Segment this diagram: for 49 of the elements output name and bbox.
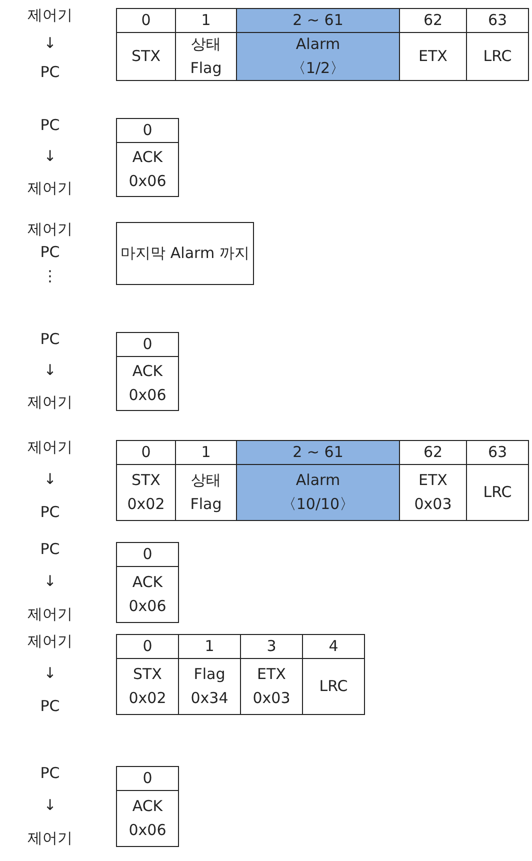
direction-label: 제어기 — [28, 632, 72, 652]
direction-arrow: ↓ — [44, 572, 56, 592]
field-cell: STX 0x02 — [116, 464, 176, 521]
direction-label: PC — [40, 116, 60, 136]
byte-index-cell: 63 — [466, 8, 529, 33]
field-cell: LRC — [302, 658, 365, 715]
direction-arrow: ↓ — [44, 147, 56, 167]
field-cell: STX 0x02 — [116, 658, 179, 715]
direction-label: 제어기 — [28, 220, 72, 240]
direction-arrow: ↓ — [44, 470, 56, 490]
field-cell: ACK 0x06 — [116, 142, 179, 197]
direction-label: PC — [40, 502, 60, 522]
direction-label: 제어기 — [28, 438, 72, 458]
byte-index-cell: 2 ~ 61 — [236, 8, 400, 33]
direction-arrow: ↓ — [44, 34, 56, 54]
field-cell: Alarm 〈1/2〉 — [236, 32, 400, 81]
field-cell: ACK 0x06 — [116, 356, 179, 411]
direction-arrow: ↓ — [44, 361, 56, 381]
byte-index-cell: 4 — [302, 634, 365, 659]
direction-label: 제어기 — [28, 604, 72, 624]
direction-label: 제어기 — [28, 392, 72, 412]
field-cell: STX — [116, 32, 176, 81]
field-cell: LRC — [466, 464, 529, 521]
byte-index-cell: 0 — [116, 440, 176, 465]
field-cell: LRC — [466, 32, 529, 81]
direction-label: 제어기 — [28, 178, 72, 198]
direction-label: PC — [40, 330, 60, 350]
direction-arrow: ↓ — [44, 796, 56, 816]
byte-index-cell: 63 — [466, 440, 529, 465]
direction-label: PC — [40, 62, 60, 82]
direction-label: 제어기 — [28, 6, 72, 26]
field-cell: ACK 0x06 — [116, 790, 179, 847]
byte-index-cell: 0 — [116, 634, 179, 659]
direction-label: PC — [40, 540, 60, 560]
byte-index-cell: 0 — [116, 332, 179, 357]
direction-label: PC — [40, 764, 60, 784]
continuation-dots: ⋮ — [42, 266, 58, 286]
field-cell: ACK 0x06 — [116, 566, 179, 623]
byte-index-cell: 0 — [116, 766, 179, 791]
direction-arrow: ↓ — [44, 664, 56, 684]
direction-label: 제어기 — [28, 828, 72, 848]
direction-label: PC — [40, 696, 60, 716]
byte-index-cell: 0 — [116, 118, 179, 143]
byte-index-cell: 0 — [116, 8, 176, 33]
byte-index-cell: 2 ~ 61 — [236, 440, 400, 465]
byte-index-cell: 0 — [116, 542, 179, 567]
note-cell: 마지막 Alarm 까지 — [116, 222, 254, 285]
direction-label: PC — [40, 243, 60, 263]
field-cell: Alarm 〈10/10〉 — [236, 464, 400, 521]
